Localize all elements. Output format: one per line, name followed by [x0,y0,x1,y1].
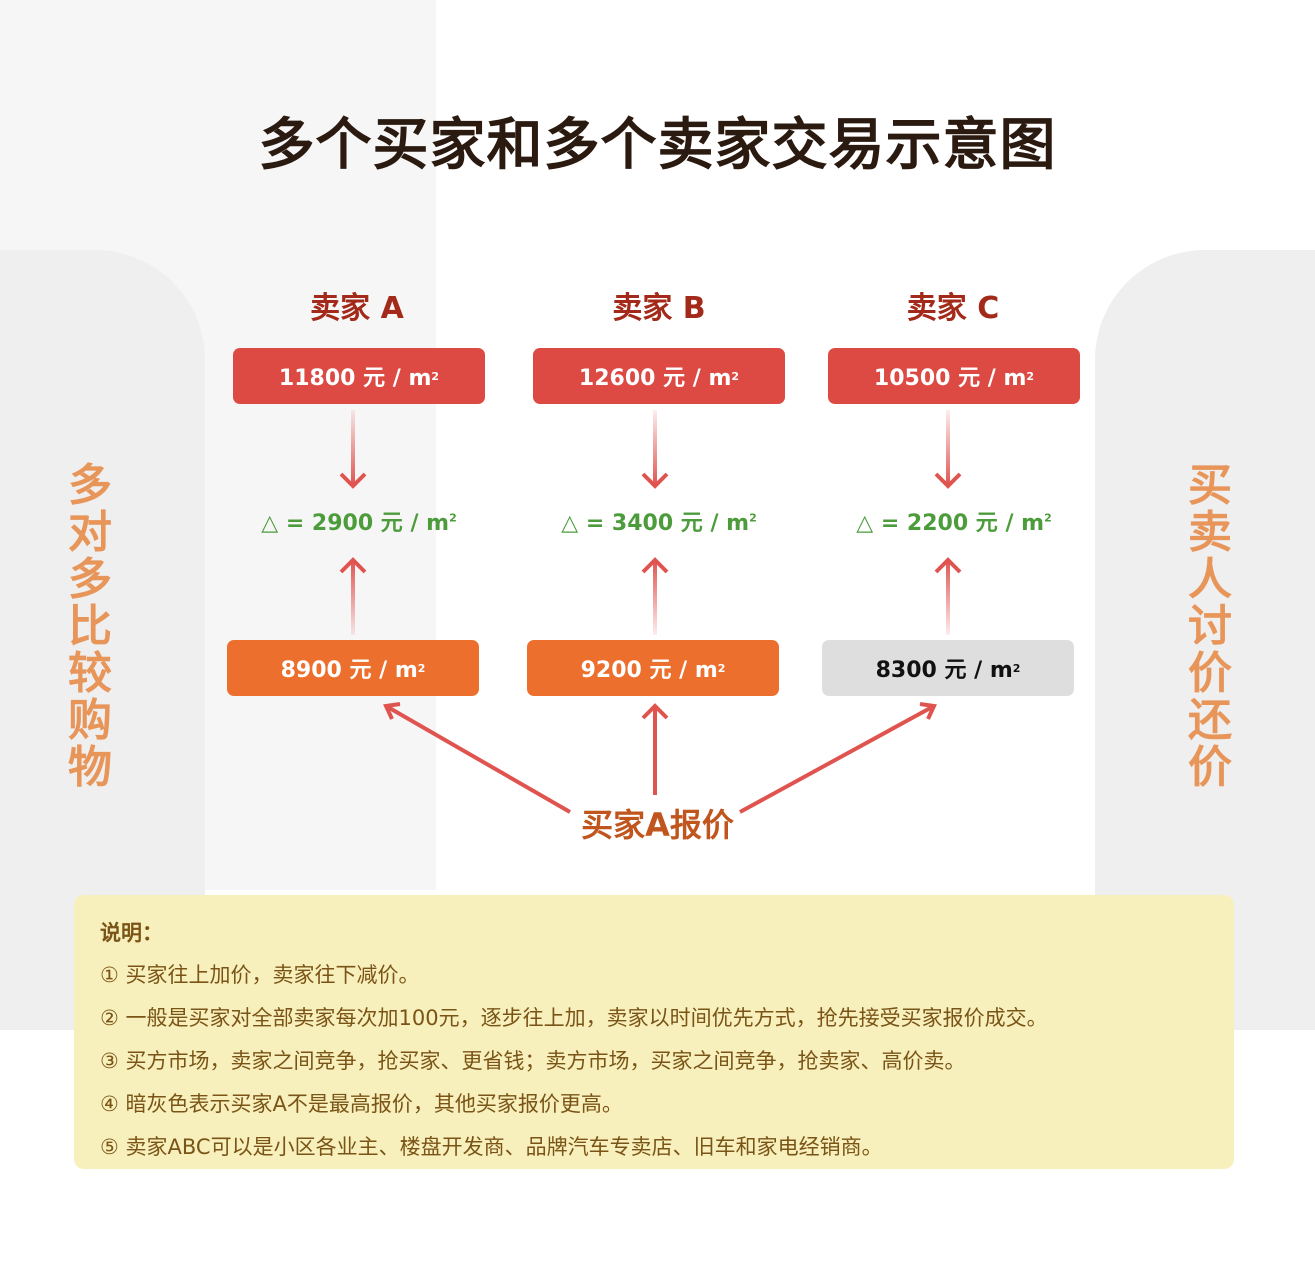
buyer-a-label: 买家A报价 [581,806,734,844]
note-item: ③ 买方市场，卖家之间竞争，抢买家、更省钱；卖方市场，买家之间竞争，抢卖家、高价… [100,1049,966,1073]
seller-b-label: 卖家 B [612,291,706,326]
arrow-up-b [641,557,669,635]
note-item: ④ 暗灰色表示买家A不是最高报价，其他买家报价更高。 [100,1092,623,1116]
seller-c-delta: △ = 2200 元 / m2 [856,511,1052,536]
arrow-buyer-to-b [641,703,669,795]
arrow-down-a [339,410,367,489]
arrow-buyer-to-a [383,702,571,814]
seller-a-label: 卖家 A [310,291,404,326]
notes-heading: 说明： [100,921,163,945]
page-title: 多个买家和多个卖家交易示意图 [258,113,1057,178]
arrow-down-c [934,410,962,489]
seller-b-delta: △ = 3400 元 / m2 [561,511,757,536]
note-item: ① 买家往上加价，卖家往下减价。 [100,963,420,987]
seller-c-label: 卖家 C [906,291,1000,326]
seller-a-delta: △ = 2900 元 / m2 [261,511,457,536]
arrow-down-b [641,410,669,489]
right-side-label: 买卖人讨价还价 [1188,460,1232,793]
left-side-label: 多对多比较购物 [68,460,112,793]
note-item: ② 一般是买家对全部卖家每次加100元，逐步往上加，卖家以时间优先方式，抢先接受… [100,1006,1048,1030]
arrow-up-c [934,557,962,635]
notes-panel: 说明： ① 买家往上加价，卖家往下减价。 ② 一般是买家对全部卖家每次加100元… [74,895,1234,1169]
arrow-buyer-to-c [739,702,937,814]
arrow-up-a [339,557,367,635]
note-item: ⑤ 卖家ABC可以是小区各业主、楼盘开发商、品牌汽车专卖店、旧车和家电经销商。 [100,1135,883,1159]
